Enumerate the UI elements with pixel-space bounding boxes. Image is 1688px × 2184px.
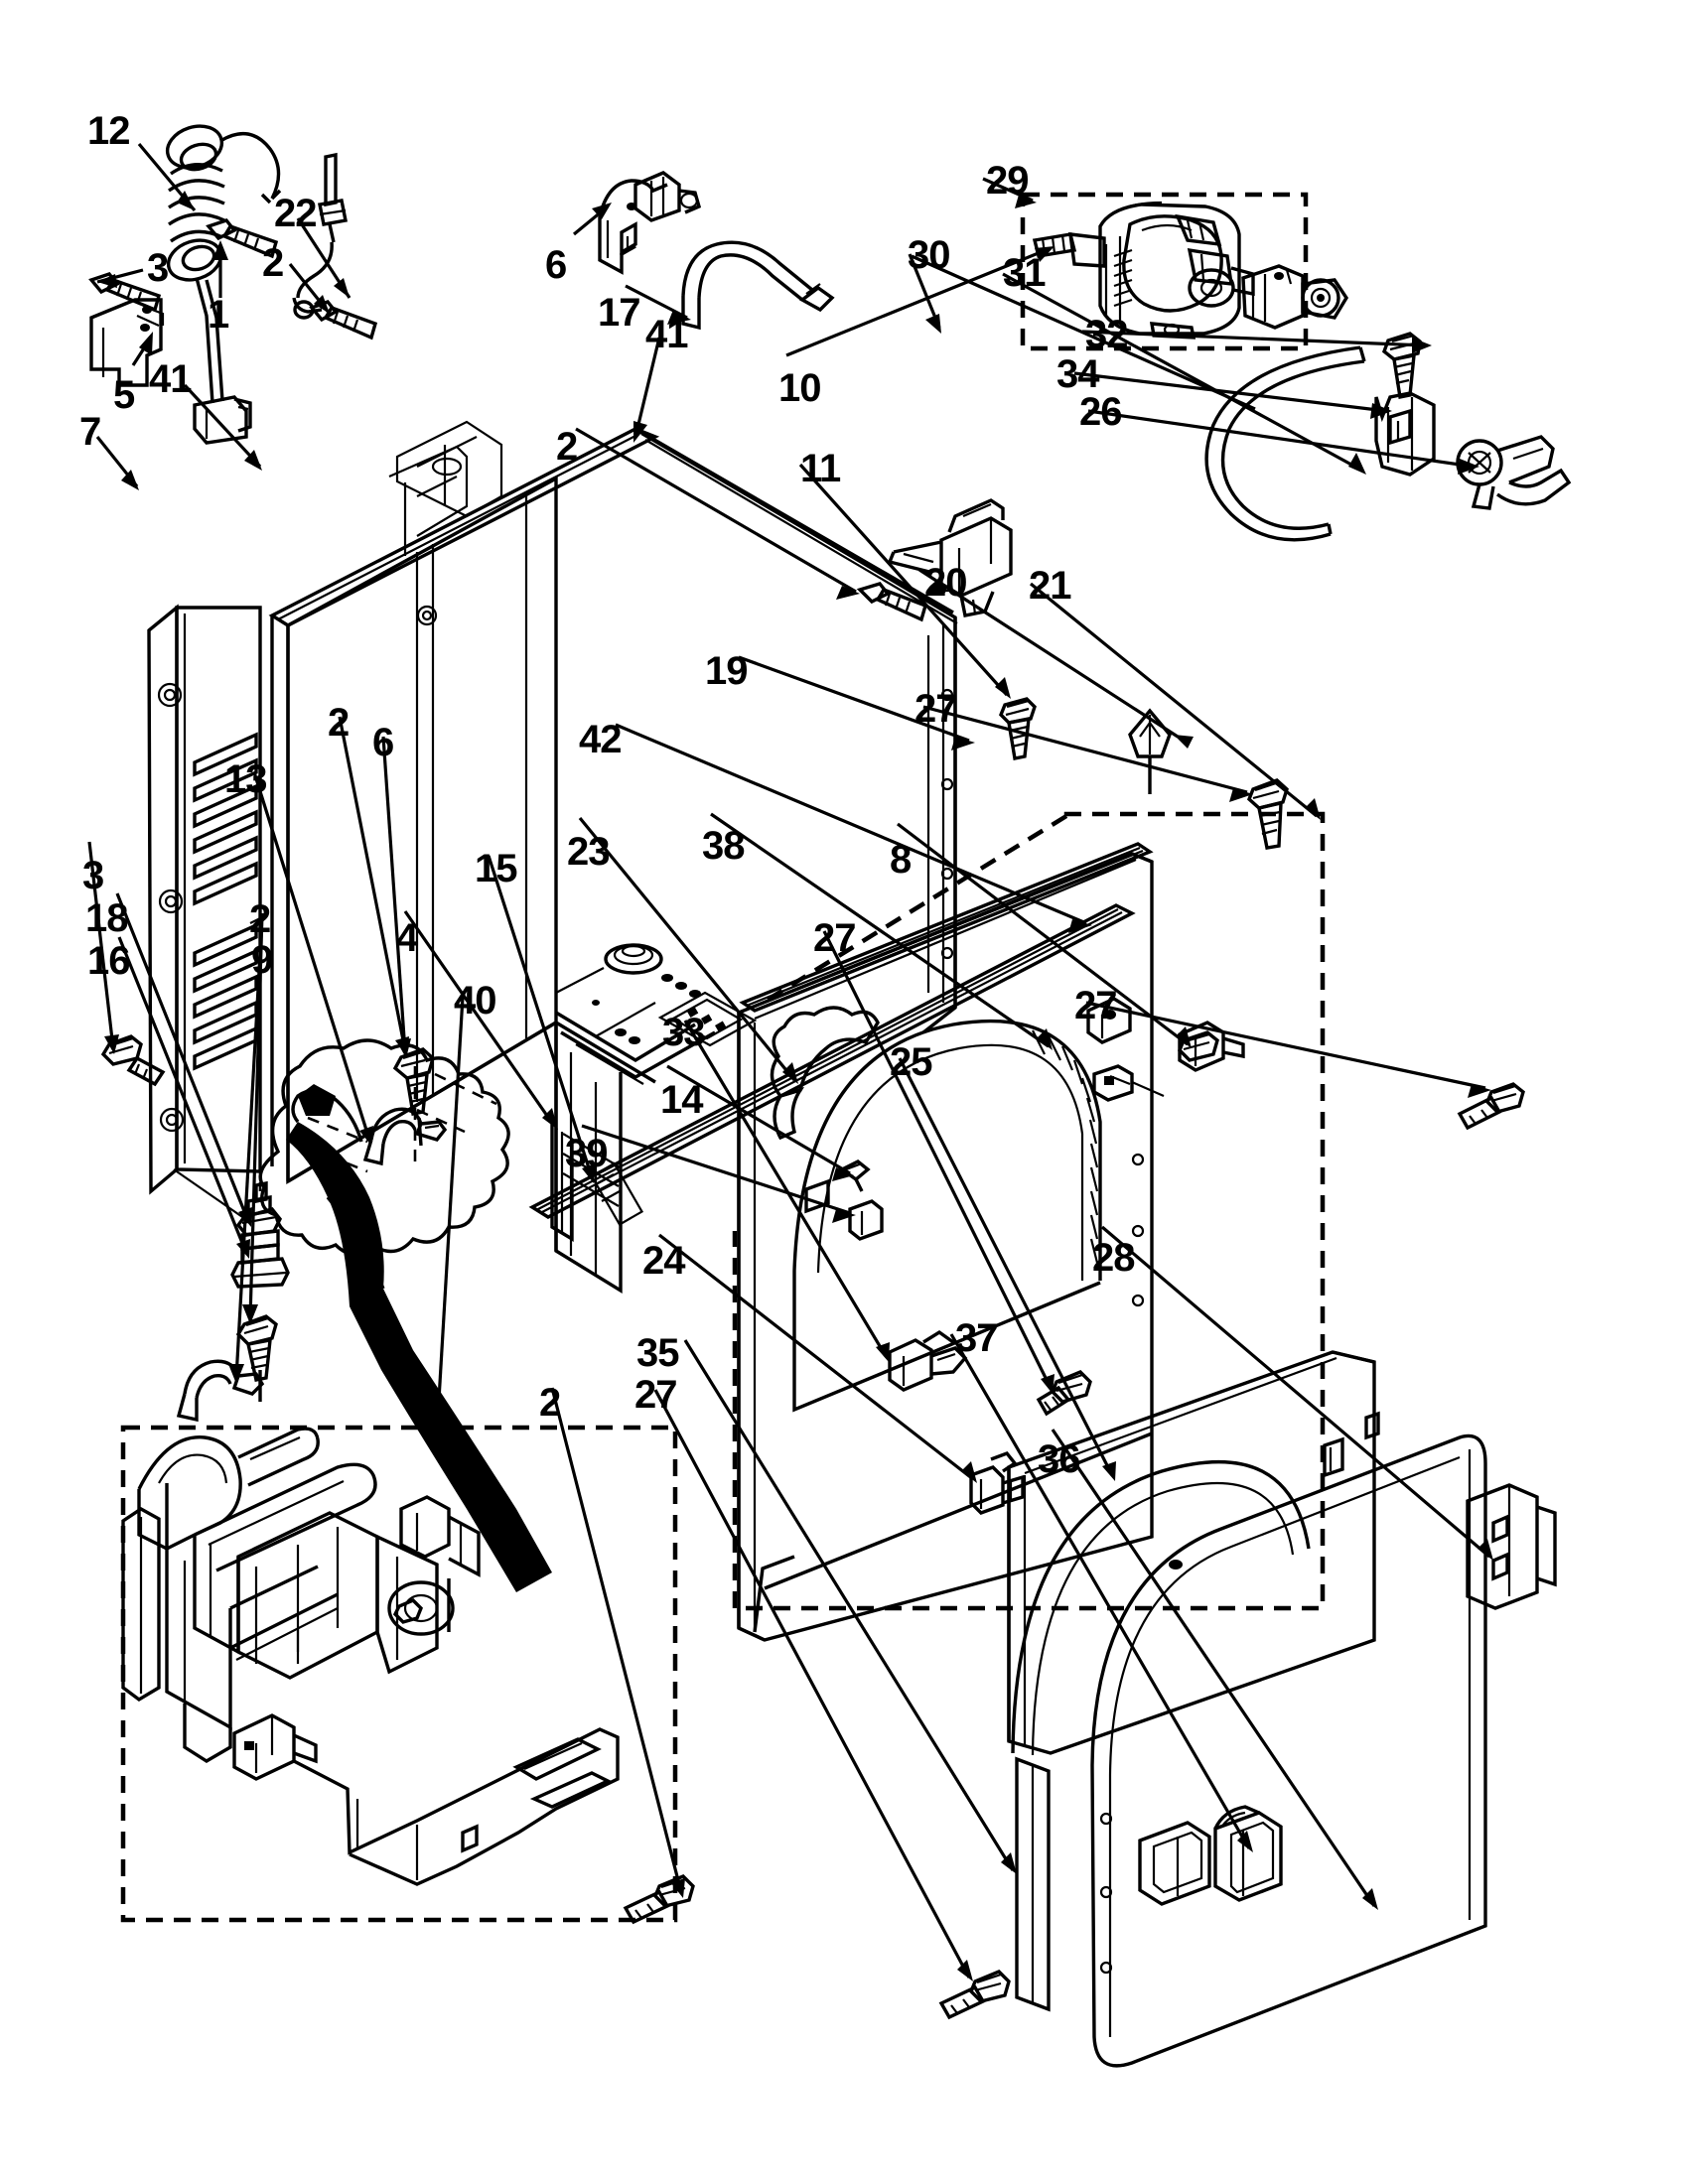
callout-37: 37 [955, 1316, 998, 1360]
cord-strain-clamp-9 [176, 1359, 265, 1423]
callout-2c: 2 [328, 701, 350, 745]
motor-strap-bracket-17 [681, 240, 835, 331]
terminal-block-bracket-5 [89, 298, 165, 387]
callout-2b: 2 [556, 425, 578, 469]
burner-group-dashed-box-40 [120, 1425, 678, 1923]
callout-32: 32 [1085, 313, 1128, 356]
callout-3b: 3 [82, 854, 104, 897]
callout-6b: 6 [372, 721, 394, 764]
wire-harness-clip-6 [598, 171, 702, 275]
callout-14: 14 [660, 1078, 703, 1122]
leader-lines [87, 142, 1493, 1981]
hinge-clip-24 [969, 1450, 1025, 1515]
lint-felt-blob [258, 1038, 510, 1257]
callout-41a: 41 [149, 357, 192, 401]
burner-assembly-40 [121, 1427, 620, 1886]
motor-group-dashed-box-29 [1020, 192, 1309, 351]
callout-23: 23 [567, 830, 610, 874]
front-panel-assembly-21 [737, 842, 1245, 1642]
drive-motor-10 [1032, 201, 1255, 340]
screw-32 [1381, 332, 1422, 400]
callout-5: 5 [113, 373, 135, 417]
callout-18: 18 [85, 896, 128, 940]
callout-7: 7 [79, 410, 101, 454]
callout-26: 26 [1079, 390, 1122, 434]
callout-27c: 27 [1074, 984, 1117, 1027]
callout-2a: 2 [262, 241, 284, 285]
screw-27c [1457, 1082, 1525, 1131]
screw-11-fastener [999, 697, 1037, 761]
screw-3-lower [100, 1034, 166, 1087]
screw-27a [1246, 778, 1289, 850]
callout-4: 4 [396, 916, 418, 960]
door-gasket-35 [1015, 1756, 1051, 2012]
callout-38: 38 [702, 824, 745, 868]
callout-20: 20 [924, 561, 967, 605]
front-panel-dashed-diag [761, 814, 1068, 1005]
callout-16: 16 [87, 939, 130, 983]
callout-27a: 27 [914, 687, 957, 731]
screw-8-fastener [1178, 1030, 1219, 1062]
callout-28: 28 [1092, 1236, 1135, 1280]
flexible-vent-hose [286, 1084, 552, 1592]
callout-13: 13 [224, 757, 267, 801]
inner-door-panel-25 [1007, 1350, 1380, 1756]
push-in-clip-20 [1128, 708, 1172, 794]
callout-40: 40 [454, 979, 496, 1023]
callout-3a: 3 [147, 246, 169, 290]
callout-33: 33 [662, 1011, 705, 1054]
screw-2-upper [206, 218, 279, 259]
callout-27b: 27 [813, 916, 856, 960]
idler-pulley-lever-26 [1456, 435, 1572, 510]
screw-2-topframe [856, 582, 928, 622]
callout-8: 8 [890, 838, 912, 882]
door-hinge-28 [1466, 1483, 1557, 1610]
callout-11: 11 [800, 447, 841, 490]
idler-bracket-34 [1374, 391, 1436, 477]
drum-belt-31 [1204, 345, 1366, 542]
callout-9: 9 [251, 938, 273, 982]
callout-41b: 41 [645, 313, 688, 356]
callout-10: 10 [778, 366, 821, 410]
callout-42: 42 [579, 718, 622, 761]
callout-29: 29 [986, 159, 1029, 203]
callout-12: 12 [87, 109, 130, 153]
callout-22: 22 [274, 192, 317, 235]
wire-clamp-13 [362, 1107, 448, 1166]
cabinet-side-panel-7 [147, 604, 262, 1222]
gas-valve-bracket-4 [550, 1124, 574, 1243]
callout-17: 17 [598, 291, 640, 335]
callout-25: 25 [890, 1040, 932, 1084]
screw-2-lower [235, 1314, 278, 1382]
callout-21: 21 [1029, 564, 1071, 608]
callout-27d: 27 [634, 1373, 677, 1417]
callout-1: 1 [208, 293, 229, 337]
outer-door-panel-36 [1090, 1433, 1487, 2068]
callout-34: 34 [1056, 352, 1099, 396]
power-cord-12 [165, 124, 282, 445]
screw-27d [938, 1969, 1011, 2020]
callout-15: 15 [475, 847, 517, 890]
blower-wheel-pulley-30 [1241, 264, 1349, 330]
callout-39: 39 [565, 1132, 608, 1175]
callout-2d: 2 [249, 897, 271, 941]
callout-2e: 2 [539, 1381, 561, 1425]
cabinet-front-trim-42 [528, 903, 1136, 1219]
callout-19: 19 [705, 649, 748, 693]
callout-35: 35 [636, 1331, 679, 1375]
callout-6a: 6 [545, 243, 567, 287]
front-panel-dashed-box-21 [732, 811, 1326, 1611]
callout-36: 36 [1038, 1437, 1080, 1481]
callout-24: 24 [642, 1239, 685, 1283]
callout-31: 31 [1003, 251, 1046, 295]
thermostat-sensor-1 [292, 152, 349, 320]
screw-2-burner [623, 1873, 695, 1925]
callout-30: 30 [908, 233, 950, 277]
